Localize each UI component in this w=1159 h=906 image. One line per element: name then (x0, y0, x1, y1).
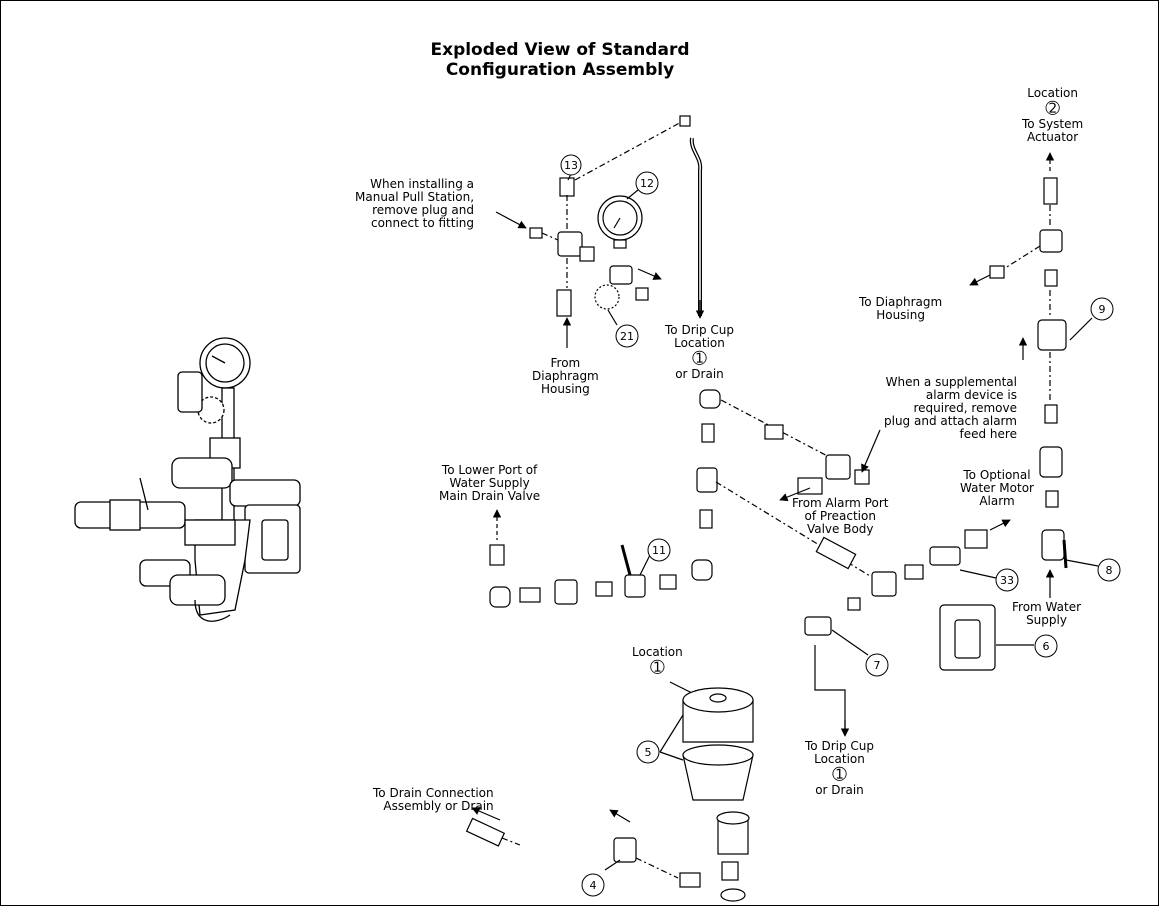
water-motor-label: To Optional Water Motor Alarm (960, 469, 1034, 508)
location-2-head: Location (1027, 86, 1078, 100)
location-2-line: Actuator (1026, 130, 1079, 144)
location-1-symbol: ➀ (692, 349, 707, 369)
drip-cup-bottom-line: To Drip Cup (805, 739, 874, 753)
to-diaphragm-line: Housing (876, 308, 925, 322)
diagram-title: Exploded View of Standard Configuration … (400, 40, 720, 80)
manual-pull-line: Manual Pull Station, (355, 190, 475, 204)
drain-connection-label: To Drain Connection Assembly or Drain (373, 787, 494, 813)
water-motor-line: Alarm (979, 494, 1015, 508)
supplemental-line: feed here (959, 427, 1017, 441)
drip-cup-bottom-line: or Drain (815, 783, 864, 797)
switch-part-6 (939, 604, 996, 671)
drip-cup-top-line: or Drain (675, 367, 724, 381)
callout-13-text: 13 (564, 159, 578, 172)
callout-5 (636, 740, 660, 764)
callouts (560, 154, 1121, 897)
location-1-symbol: ➀ (832, 765, 847, 785)
lower-port-line: To Lower Port of (441, 463, 538, 477)
drain-connection-line: Assembly or Drain (383, 799, 494, 813)
callout-6 (1034, 634, 1058, 658)
location-1-head: Location (632, 645, 683, 659)
ball-valve-part-11 (624, 574, 646, 598)
manual-pull-line: connect to fitting (370, 216, 475, 230)
callout-4 (581, 873, 605, 897)
alarm-port-line: From Alarm Port (792, 496, 889, 510)
assembled-box (244, 504, 301, 574)
callout-21 (615, 324, 639, 348)
to-diaphragm-label: To Diaphragm Housing (859, 296, 942, 322)
callout-12 (635, 171, 659, 195)
supplemental-line: When a supplemental (885, 375, 1017, 389)
title-line-1: Exploded View of Standard (430, 40, 690, 60)
supplemental-line: plug and attach alarm (884, 414, 1017, 428)
callout-13 (560, 154, 582, 176)
callout-33 (995, 568, 1019, 592)
callout-8 (1097, 558, 1121, 582)
drip-cup-group (465, 681, 754, 902)
lower-port-line: Main Drain Valve (439, 489, 541, 503)
location-1-symbol: ➀ (650, 658, 665, 678)
callout-12-text: 12 (640, 177, 654, 190)
manual-pull-line: remove plug and (372, 203, 475, 217)
alarm-port-line: Valve Body (806, 522, 874, 536)
drip-cup-top-line: Location (674, 336, 725, 350)
water-motor-line: Water Motor (960, 481, 1034, 495)
from-diaphragm-line: Diaphragm (532, 369, 599, 383)
location-2-symbol: ➁ (1045, 99, 1060, 119)
drain-connection-line: To Drain Connection (373, 786, 494, 800)
from-water-line: From Water (1012, 600, 1082, 614)
location-1-label: Location ➀ (632, 645, 683, 678)
callout-11 (647, 538, 671, 562)
supplemental-line: alarm device is (925, 388, 1017, 402)
ball-valve-part-8 (1041, 529, 1065, 561)
strainer-part-7 (804, 616, 832, 636)
from-water-line: Supply (1026, 613, 1067, 627)
from-water-label: From Water Supply (1012, 601, 1081, 627)
alarm-port-line: of Preaction (804, 509, 876, 523)
alarm-line (696, 389, 1034, 737)
assembled-view (74, 337, 301, 622)
callout-5-text: 5 (645, 746, 652, 759)
callout-33-text: 33 (1000, 574, 1014, 587)
callout-7 (865, 653, 889, 677)
tee-fitting (825, 454, 851, 480)
callout-7-text: 7 (874, 659, 881, 672)
drain-tube (679, 115, 705, 319)
drain-valve-line (489, 509, 713, 608)
actuator-group (969, 152, 1099, 598)
from-diaphragm-label: From Diaphragm Housing (532, 357, 599, 396)
callout-11-text: 11 (652, 544, 666, 557)
to-diaphragm-line: To Diaphragm (859, 295, 943, 309)
callout-4-text: 4 (590, 879, 597, 892)
callout-8-text: 8 (1106, 564, 1113, 577)
valve-part-9 (1037, 319, 1067, 351)
gauge-group (495, 119, 686, 348)
callout-21-text: 21 (620, 330, 634, 343)
lower-port-line: Water Supply (449, 476, 530, 490)
supplemental-alarm-note: When a supplemental alarm device is requ… (884, 376, 1017, 441)
water-motor-line: To Optional (963, 468, 1031, 482)
from-diaphragm-line: Housing (540, 382, 590, 396)
manual-pull-line: When installing a (370, 177, 475, 191)
manual-pull-note: When installing a Manual Pull Station, r… (355, 178, 474, 230)
callout-6-text: 6 (1043, 640, 1050, 653)
title-line-2: Configuration Assembly (445, 60, 675, 80)
callout-9-text: 9 (1099, 303, 1106, 316)
lower-port-label: To Lower Port of Water Supply Main Drain… (439, 464, 540, 503)
supplemental-line: required, remove (913, 401, 1017, 415)
tee-part-4 (613, 837, 637, 863)
callout-9 (1090, 297, 1114, 321)
location-2-label: Location ➁ To System Actuator (1022, 87, 1083, 144)
handwheel-part-21 (594, 284, 620, 310)
drip-cup-top-label: To Drip Cup Location ➀ or Drain (665, 324, 734, 381)
alarm-port-label: From Alarm Port of Preaction Valve Body (792, 497, 888, 536)
location-2-line: To System (1022, 117, 1084, 131)
callout-numbers: 13 12 21 9 11 33 8 7 6 5 4 (564, 159, 1113, 892)
drip-cup-top-line: To Drip Cup (665, 323, 734, 337)
drip-cup-bottom-label: To Drip Cup Location ➀ or Drain (805, 740, 874, 797)
drip-cup-bottom-line: Location (814, 752, 865, 766)
from-diaphragm-line: From (550, 356, 581, 370)
